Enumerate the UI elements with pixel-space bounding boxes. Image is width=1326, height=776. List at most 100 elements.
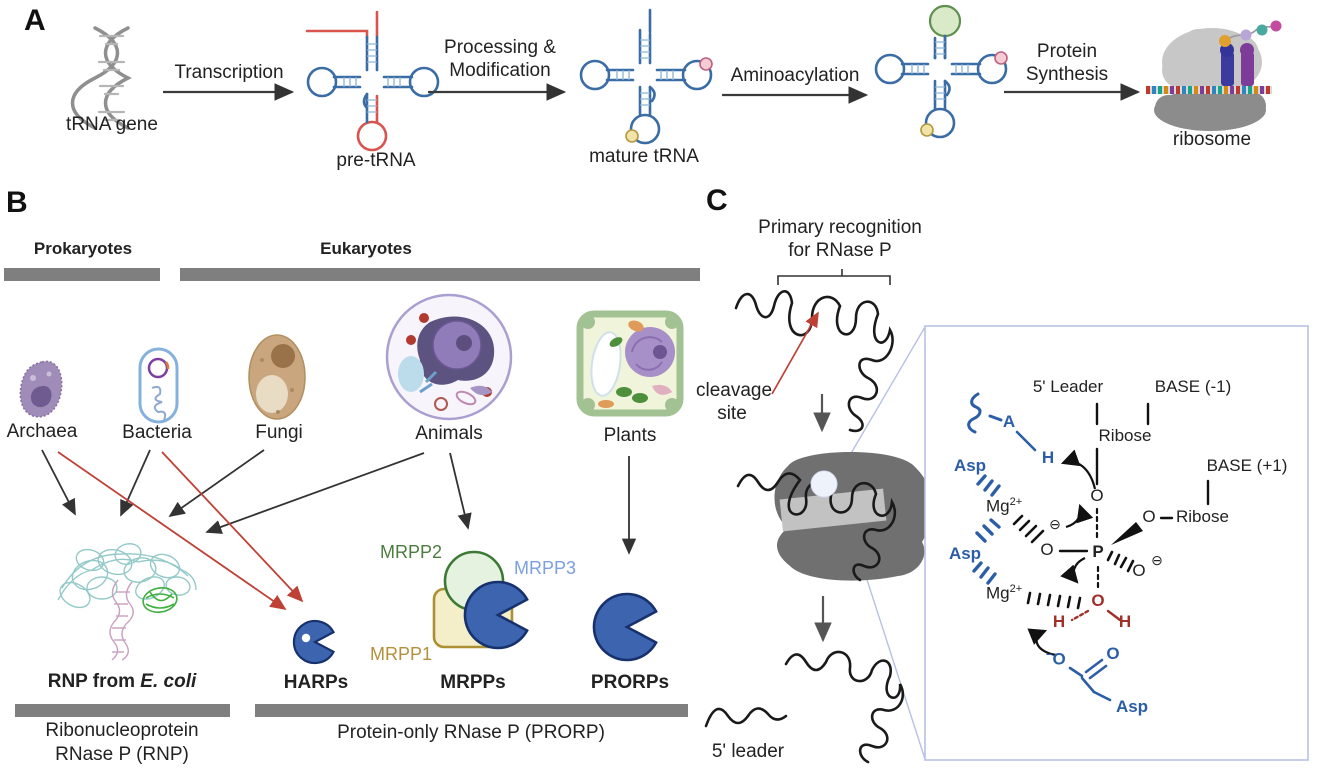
bacteria-icon xyxy=(138,347,179,424)
mrpps-label: MRPPs xyxy=(440,672,506,693)
animal-cell-icon xyxy=(385,293,513,421)
mech-asp-2: Asp xyxy=(948,544,982,563)
mrna-strip xyxy=(1146,86,1272,94)
peptide-chain xyxy=(1219,20,1282,47)
rnp-subtitle-1: Ribonucleoprotein xyxy=(45,720,199,741)
processing-label-1: Processing & xyxy=(444,37,556,58)
rnp-structure-icon xyxy=(57,543,197,661)
mech-mg-2-sup: 2+ xyxy=(1009,583,1023,595)
cleavage-site-arrow xyxy=(771,311,819,395)
mech-mg-2: Mg2+ xyxy=(986,583,1038,603)
ribosome-icon xyxy=(1146,20,1282,131)
cleavage-site-highlight xyxy=(810,470,838,498)
charged-trna-icon xyxy=(874,4,1008,139)
rnp-caption-species: E. coli xyxy=(140,671,197,692)
mech-minus-left: ⊖ xyxy=(1049,516,1061,532)
eukaryotes-header: Eukaryotes xyxy=(320,239,412,258)
mech-o-bottomright: O xyxy=(1132,561,1146,580)
panel-a-label: A xyxy=(24,4,46,37)
mech-carbonyl-o: O xyxy=(1106,644,1120,663)
lineage-arrows-black xyxy=(41,449,637,555)
mrpp-complex-icon xyxy=(432,550,529,650)
organism-label-archaea: Archaea xyxy=(6,421,78,442)
ribosome-label: ribosome xyxy=(1172,129,1252,150)
mrpp3-shape xyxy=(463,580,529,650)
mech-o-ribose-o: O xyxy=(1142,507,1156,526)
plant-cell-icon xyxy=(576,310,684,417)
mech-mg-1-sup: 2+ xyxy=(1009,496,1023,508)
panel-b-label: B xyxy=(6,186,28,219)
prorp-bottom-bar xyxy=(255,704,688,717)
rnp-caption-prefix: RNP from xyxy=(47,671,141,692)
dna-helix-icon xyxy=(70,26,132,130)
processing-label-2: Modification xyxy=(449,60,551,81)
mech-ribose-1: Ribose xyxy=(1098,426,1152,445)
eukaryotes-bar xyxy=(180,268,700,281)
aminoacylation-label: Aminoacylation xyxy=(730,65,860,86)
recognition-label-2: for RNase P xyxy=(788,240,892,261)
organism-label-fungi: Fungi xyxy=(255,422,303,443)
organism-label-animals: Animals xyxy=(415,423,483,444)
organism-label-bacteria: Bacteria xyxy=(122,422,192,443)
organism-label-plants: Plants xyxy=(603,425,657,446)
mature-trna-label: mature tRNA xyxy=(589,146,699,167)
prorp-icon xyxy=(592,592,658,662)
pre-trna-label: pre-tRNA xyxy=(336,150,416,171)
mechanism-zoom-box xyxy=(924,325,1309,761)
harps-label: HARPs xyxy=(283,672,349,693)
mech-phosphorus: P xyxy=(1092,542,1104,561)
mech-carboxylate-neg: − xyxy=(1046,649,1053,661)
panel-c-label: C xyxy=(706,184,728,217)
mechanism-blue-bonds xyxy=(967,392,1112,702)
cleavage-label-2: site xyxy=(717,403,747,424)
mech-water-h-left: H xyxy=(1052,612,1066,631)
prorps-label: PRORPs xyxy=(590,672,670,693)
protein-synthesis-label-1: Protein xyxy=(1036,41,1098,62)
recognition-bracket xyxy=(777,269,891,285)
mech-water-o: O xyxy=(1091,591,1105,610)
mechanism-curved-arrows xyxy=(1027,449,1097,657)
prokaryotes-header: Prokaryotes xyxy=(33,239,133,258)
prokaryotes-bar xyxy=(4,268,160,281)
rnp-subtitle-2: RNase P (RNP) xyxy=(55,744,189,765)
mrpp3-label: MRPP3 xyxy=(513,558,576,578)
rnase-p-enzyme-icon xyxy=(736,452,933,582)
fungi-icon xyxy=(248,334,306,420)
rnp-caption: RNP from E. coli xyxy=(22,671,222,692)
substrate-rna-squiggle xyxy=(734,290,894,433)
mech-o-leader: O xyxy=(1090,486,1104,505)
mechanism-bonds xyxy=(1012,402,1210,610)
amino-acid-circle xyxy=(928,4,962,38)
mech-water-h-right: H xyxy=(1118,612,1132,631)
mature-trna-icon xyxy=(579,8,713,145)
cleavage-label-1: cleavage xyxy=(696,380,773,401)
mech-base-minus1: BASE (-1) xyxy=(1154,377,1232,396)
mech-ribose-2: Ribose xyxy=(1176,507,1229,526)
mech-leader-h: H xyxy=(1041,448,1055,467)
lineage-arrows-red xyxy=(57,451,304,611)
trna-gene-label: tRNA gene xyxy=(66,114,158,135)
mech-carboxylate-o-text: O xyxy=(1052,649,1066,669)
leader-squiggle xyxy=(704,707,788,728)
harps-icon xyxy=(292,619,335,665)
mech-base-plus1: BASE (+1) xyxy=(1206,456,1288,475)
modification-dot-yellow xyxy=(625,129,639,143)
mech-minus-right: ⊖ xyxy=(1151,552,1163,568)
pre-trna-icon xyxy=(305,10,440,152)
archaea-icon xyxy=(19,360,63,418)
prorp-subtitle: Protein-only RNase P (PRORP) xyxy=(337,722,605,743)
water-bonds xyxy=(1070,609,1122,622)
mrpp1-label: MRPP1 xyxy=(369,644,432,664)
mech-asp-1: Asp xyxy=(953,456,987,475)
mech-5-leader: 5' Leader xyxy=(1032,377,1104,396)
mech-asp-3: Asp xyxy=(1115,697,1149,716)
modification-dot-pink xyxy=(699,57,713,71)
rnp-bottom-bar xyxy=(15,704,230,717)
mech-mg-1-text: Mg xyxy=(986,496,1010,516)
protein-synthesis-label-2: Synthesis xyxy=(1025,64,1109,85)
mech-adenine: A xyxy=(1002,412,1016,431)
mech-mg-2-text: Mg xyxy=(986,583,1010,603)
recognition-label-1: Primary recognition xyxy=(758,217,922,238)
